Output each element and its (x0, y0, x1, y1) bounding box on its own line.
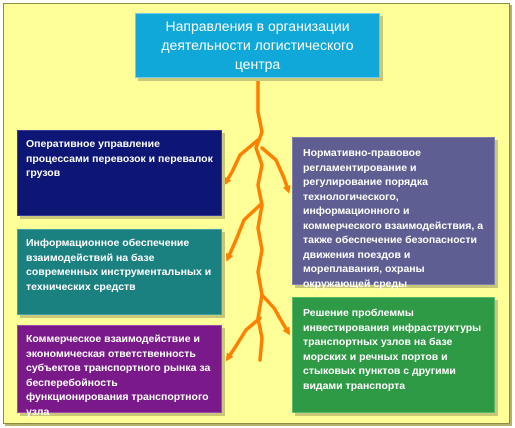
box-regulatory-framework: Нормативно-правовое регламентирование и … (292, 137, 495, 290)
connector-left-1 (223, 138, 260, 186)
connector-left-3 (225, 316, 262, 362)
connector-trunk (254, 78, 264, 362)
diagram-title: Направления в организации деятельности л… (135, 13, 380, 78)
box-commercial-interaction: Коммерческое взаимодействие и экономичес… (17, 325, 222, 418)
box-infrastructure-investment: Решение проблеммы инвестирования инфраст… (292, 297, 495, 413)
connector-right-2 (260, 293, 291, 336)
connector-right-1 (260, 146, 291, 194)
box-information-support: Информационное обеспечение взаимодействи… (17, 229, 222, 315)
connector-left-2 (225, 203, 262, 262)
box-operational-management: Оперативное управление процессами перево… (17, 130, 222, 216)
